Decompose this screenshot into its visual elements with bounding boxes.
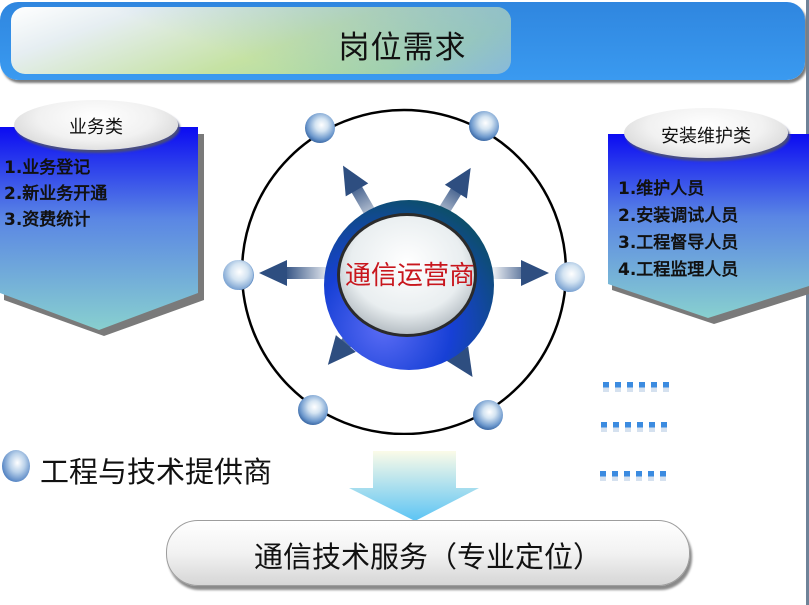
satellite-sphere-icon	[298, 395, 328, 425]
left-panel-list: 1.业务登记 2.新业务开通 3.资费统计	[4, 155, 107, 233]
satellite-sphere-icon	[305, 113, 335, 143]
slide-edge	[806, 0, 809, 605]
page-title: 岗位需求	[338, 30, 467, 66]
list-item: 2.新业务开通	[4, 184, 108, 204]
list-item: 3.资费统计	[4, 210, 91, 230]
title-banner: 岗位需求	[0, 2, 805, 80]
chevron-down-shape-icon	[0, 127, 204, 336]
chevron-down-shape-icon	[608, 134, 809, 324]
left-panel-business: 业务类 1.业务登记 2.新业务开通 3.资费统计	[0, 100, 210, 340]
list-item: 2.安装调试人员	[618, 206, 739, 226]
satellite-sphere-icon	[223, 260, 253, 290]
right-panel-list: 1.维护人员 2.安装调试人员 3.工程督导人员 4.工程监理人员	[618, 176, 738, 284]
satellite-sphere-icon	[473, 400, 503, 430]
list-item: 1.业务登记	[4, 158, 91, 178]
provider-label: 工程与技术提供商	[40, 455, 273, 489]
result-service-label: 通信技术服务（专业定位）	[253, 540, 602, 574]
satellite-sphere-icon	[469, 111, 499, 141]
decorative-dots	[601, 417, 673, 436]
list-item: 4.工程监理人员	[618, 260, 739, 280]
arrow-left-icon	[259, 260, 334, 286]
satellite-sphere-icon	[555, 262, 585, 292]
right-panel-maintenance: 安装维护类 1.维护人员 2.安装调试人员 3.工程督导人员 4.工程监理人员	[604, 104, 809, 324]
title-banner-inner	[11, 7, 511, 74]
center-label: 通信运营商	[344, 261, 475, 291]
list-item: 3.工程督导人员	[618, 233, 739, 253]
decorative-dots	[603, 377, 675, 396]
arrow-down-icon	[349, 451, 479, 521]
orbit-diagram	[239, 108, 569, 435]
right-panel-heading: 安装维护类	[624, 108, 788, 158]
decorative-dots	[600, 466, 672, 485]
arrow-right-icon	[489, 260, 549, 286]
sphere-bullet-icon	[2, 450, 30, 482]
result-service-box: 通信技术服务（专业定位）	[166, 520, 690, 586]
left-panel-heading: 业务类	[14, 100, 178, 150]
list-item: 1.维护人员	[618, 179, 705, 199]
center-core	[340, 216, 474, 334]
